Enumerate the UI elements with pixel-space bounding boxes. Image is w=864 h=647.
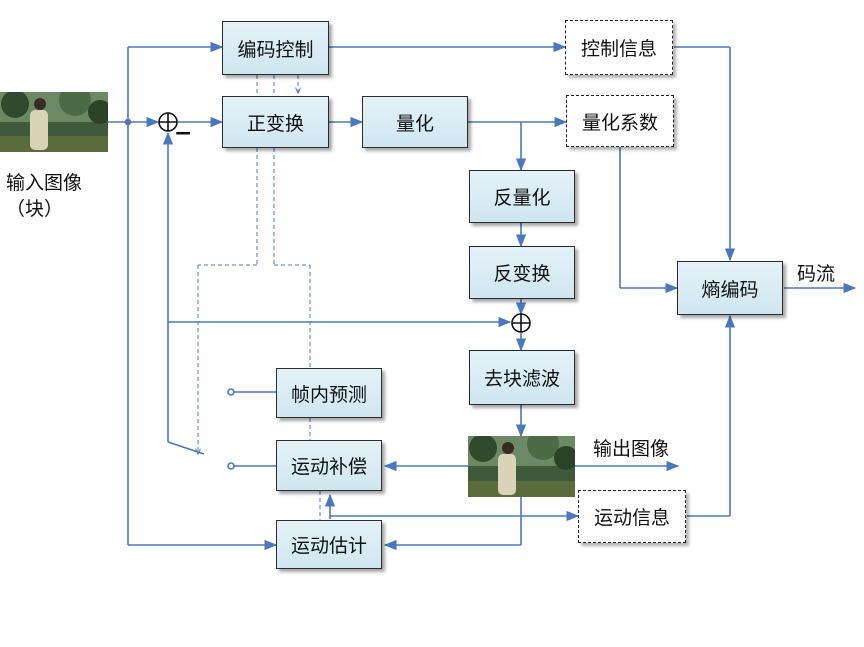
control-info-box: 控制信息: [565, 20, 673, 75]
sum-node-1: [158, 112, 178, 132]
motion-info-box: 运动信息: [578, 490, 686, 543]
coding-control-block: 编码控制: [222, 21, 329, 75]
switch-terminal-inter: [227, 462, 235, 470]
deblocking-filter-block: 去块滤波: [469, 350, 575, 405]
quant-coeffs-box: 量化系数: [566, 95, 674, 147]
input-image-thumbnail: [0, 92, 108, 152]
output-image-label: 输出图像: [593, 438, 670, 460]
inverse-transform-block: 反变换: [469, 246, 575, 299]
motion-estimation-block: 运动估计: [276, 520, 382, 569]
minus-sign: −: [174, 121, 193, 146]
input-block-label: （块）: [6, 198, 64, 220]
sum-node-2: [511, 313, 531, 333]
output-image-thumbnail: [468, 436, 575, 497]
control-dashed-lines: [198, 75, 321, 520]
switch-terminal-intra: [227, 388, 235, 396]
inverse-quantize-block: 反量化: [469, 170, 575, 223]
input-image-label: 输入图像: [6, 172, 83, 194]
quantize-block: 量化: [362, 96, 468, 148]
entropy-coding-block: 熵编码: [677, 261, 783, 315]
intra-prediction-block: 帧内预测: [276, 368, 382, 418]
motion-compensation-block: 运动补偿: [276, 440, 382, 491]
bitstream-label: 码流: [797, 263, 836, 285]
transform-block: 正变换: [222, 96, 329, 148]
